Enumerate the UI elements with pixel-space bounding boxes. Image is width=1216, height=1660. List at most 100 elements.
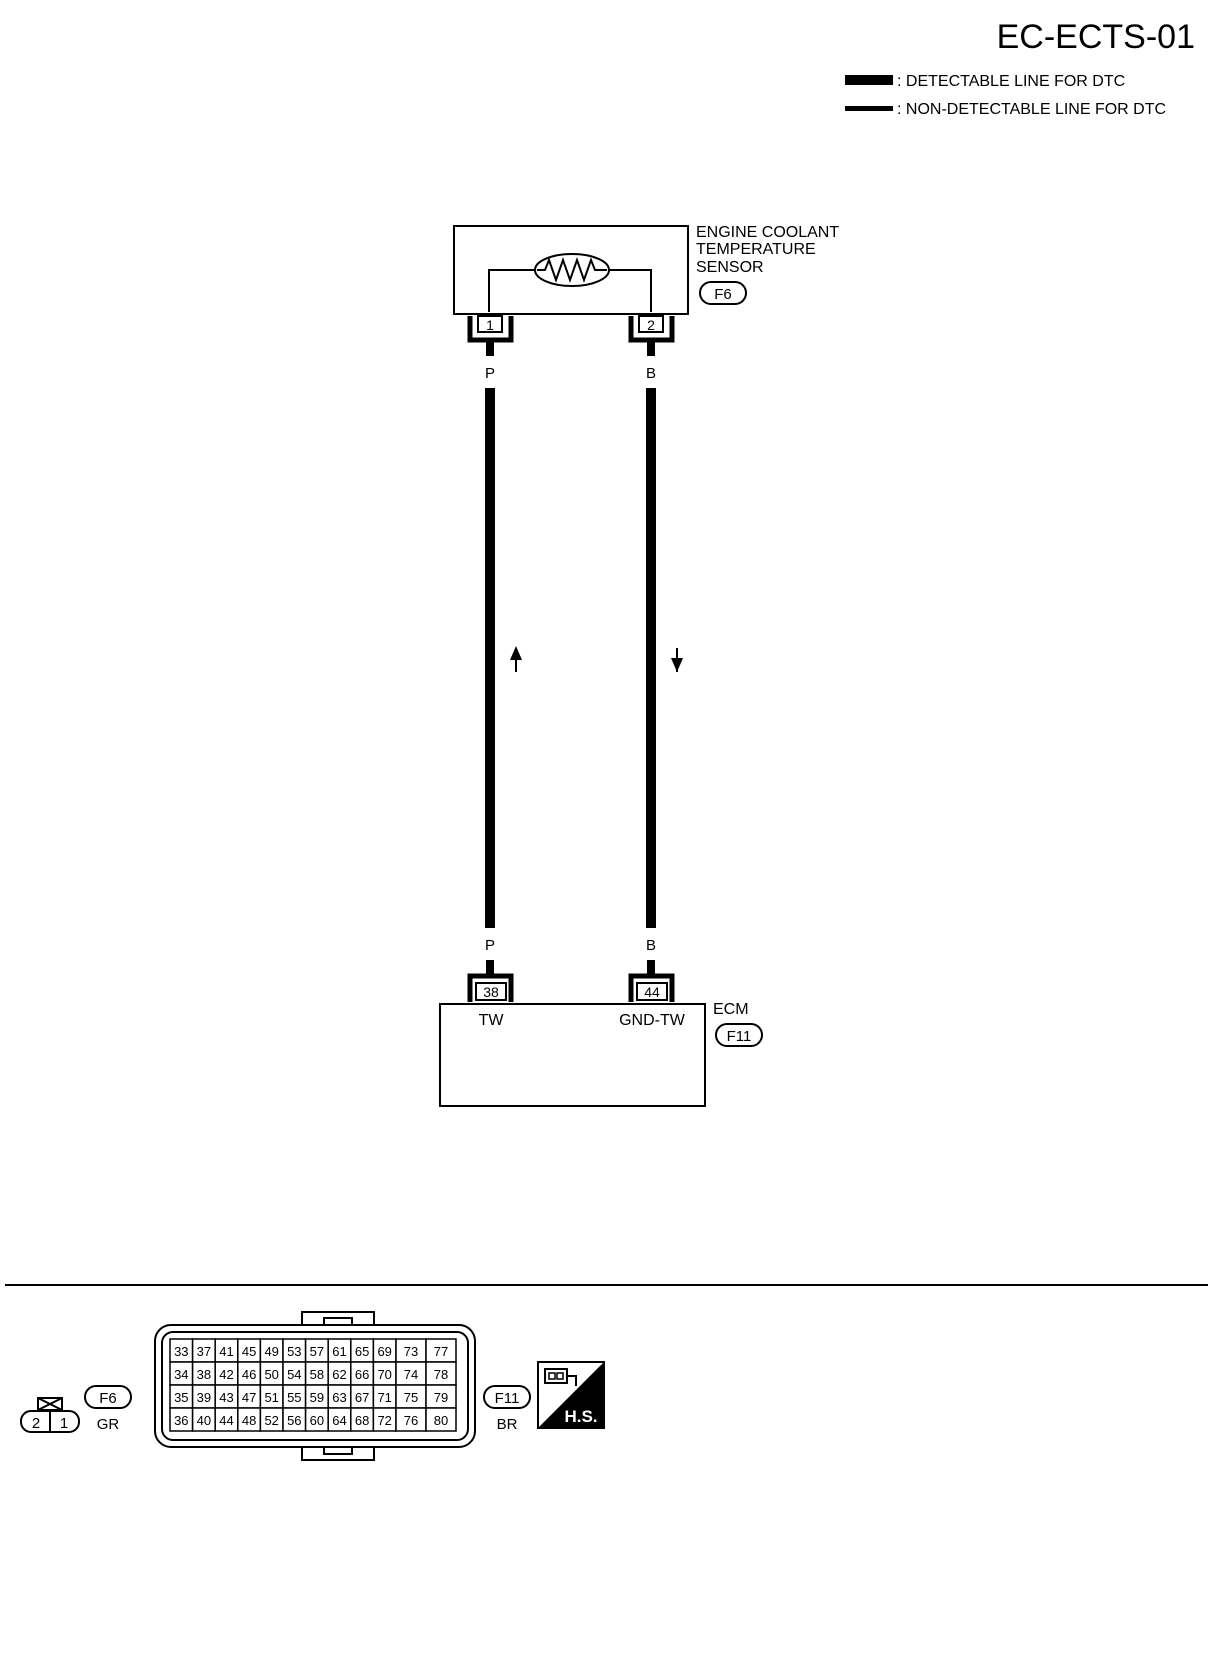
f11-pin-61: 61 xyxy=(332,1344,346,1359)
f11-pin-65: 65 xyxy=(355,1344,369,1359)
f11-pin-71: 71 xyxy=(377,1390,391,1405)
f11-pin-78: 78 xyxy=(434,1367,448,1382)
ecm-pin-44: 44 xyxy=(644,984,660,1000)
sensor-pin-2: 2 xyxy=(647,317,655,333)
wire-black-line xyxy=(646,388,656,928)
thermistor-icon xyxy=(534,253,610,287)
f11-pin-77: 77 xyxy=(434,1344,448,1359)
f11-pin-48: 48 xyxy=(242,1413,256,1428)
arrow-down-icon xyxy=(671,648,683,672)
f11-pin-54: 54 xyxy=(287,1367,301,1382)
f11-pin-40: 40 xyxy=(197,1413,211,1428)
sensor-internal-wiring xyxy=(488,269,535,312)
f11-pin-34: 34 xyxy=(174,1367,188,1382)
f11-pin-67: 67 xyxy=(355,1390,369,1405)
wire-pink-color-bottom: P xyxy=(485,937,495,954)
harness-side-badge: H.S. xyxy=(537,1361,605,1429)
f11-pin-46: 46 xyxy=(242,1367,256,1382)
f11-pin-75: 75 xyxy=(404,1390,418,1405)
f6-pin-2: 2 xyxy=(32,1415,40,1432)
sensor-pin-2-box xyxy=(638,315,664,333)
f11-pin-70: 70 xyxy=(377,1367,391,1382)
f11-view-color: BR xyxy=(497,1416,518,1433)
f11-pin-59: 59 xyxy=(310,1390,324,1405)
f11-pin-43: 43 xyxy=(219,1390,233,1405)
f11-pin-69: 69 xyxy=(377,1344,391,1359)
connector-view-icon xyxy=(544,1368,577,1386)
sensor-name-line-2: TEMPERATURE xyxy=(696,241,816,258)
f6-pin-1: 1 xyxy=(60,1415,68,1432)
f11-pin-51: 51 xyxy=(264,1390,278,1405)
f11-pin-grid: 33 37 41 45 49 53 57 61 65 69 73 77 34 38 42 46 50 54 58 62… xyxy=(169,1338,457,1432)
wire-pink-line xyxy=(485,388,495,928)
f6-view-color: GR xyxy=(97,1416,120,1433)
wire-black-color-top: B xyxy=(646,365,656,382)
f11-pin-74: 74 xyxy=(404,1367,418,1382)
f11-pin-44: 44 xyxy=(219,1413,233,1428)
f11-connector-view: 33 37 41 45 49 53 57 61 65 69 73 77 34 38 42 46 50 54 58 62… xyxy=(154,1311,531,1461)
wire-black: B B xyxy=(646,340,683,974)
coolant-temperature-sensor: 1 2 ENGINE COOLANT TEMPERATURE SENSOR F6 xyxy=(453,224,839,343)
f11-pin-66: 66 xyxy=(355,1367,369,1382)
f11-pin-58: 58 xyxy=(310,1367,324,1382)
ecm-terminal-gnd-tw: GND-TW xyxy=(619,1012,686,1029)
f11-pin-49: 49 xyxy=(264,1344,278,1359)
ecm-pin-38-box xyxy=(475,982,507,1001)
f11-pin-50: 50 xyxy=(264,1367,278,1382)
f11-pin-64: 64 xyxy=(332,1413,346,1428)
f11-pin-57: 57 xyxy=(310,1344,324,1359)
sensor-name-line-3: SENSOR xyxy=(696,259,764,276)
f11-pin-47: 47 xyxy=(242,1390,256,1405)
f11-pin-62: 62 xyxy=(332,1367,346,1382)
f11-pin-45: 45 xyxy=(242,1344,256,1359)
f11-view-id: F11 xyxy=(495,1390,520,1407)
f11-pin-38: 38 xyxy=(197,1367,211,1382)
f6-view-id: F6 xyxy=(99,1390,117,1407)
legend-detectable-swatch xyxy=(845,75,893,85)
wire-black-color-bottom: B xyxy=(646,937,656,954)
f11-pin-73: 73 xyxy=(404,1344,418,1359)
legend-detectable-label: : DETECTABLE LINE FOR DTC xyxy=(897,73,1125,90)
f11-pin-39: 39 xyxy=(197,1390,211,1405)
wire-pink-color-top: P xyxy=(485,365,495,382)
connector-lock-icon xyxy=(37,1397,63,1411)
ecm: 38 44 TW GND-TW ECM F11 xyxy=(439,973,763,1107)
f11-pin-79: 79 xyxy=(434,1390,448,1405)
f11-pin-63: 63 xyxy=(332,1390,346,1405)
f11-pin-37: 37 xyxy=(197,1344,211,1359)
legend-non-detectable-label: : NON-DETECTABLE LINE FOR DTC xyxy=(897,101,1166,118)
legend: : DETECTABLE LINE FOR DTC : NON-DETECTAB… xyxy=(845,73,1166,118)
f11-pin-36: 36 xyxy=(174,1413,188,1428)
f11-pin-60: 60 xyxy=(310,1413,324,1428)
ecm-terminal-tw: TW xyxy=(479,1012,505,1029)
page-title: EC-ECTS-01 xyxy=(997,18,1195,56)
ecm-name: ECM xyxy=(713,1001,749,1018)
f11-pin-55: 55 xyxy=(287,1390,301,1405)
sensor-pin-1: 1 xyxy=(486,317,494,333)
ecm-body xyxy=(439,1003,706,1107)
arrow-up-icon xyxy=(510,646,522,672)
wire-pink: P P xyxy=(485,340,522,974)
legend-non-detectable-swatch xyxy=(845,106,893,111)
ecm-pin-44-box xyxy=(636,982,668,1001)
f11-pin-cell xyxy=(425,1407,457,1432)
ecm-pin-38: 38 xyxy=(483,984,499,1000)
f11-pin-41: 41 xyxy=(219,1344,233,1359)
f11-pin-56: 56 xyxy=(287,1413,301,1428)
harness-side-label: H.S. xyxy=(564,1407,597,1426)
f11-pin-35: 35 xyxy=(174,1390,188,1405)
sensor-connector-id: F6 xyxy=(714,286,732,303)
sensor-name-line-1: ENGINE COOLANT xyxy=(696,224,839,241)
f11-pin-68: 68 xyxy=(355,1413,369,1428)
sensor-pin-1-box xyxy=(477,315,503,333)
f11-pin-33: 33 xyxy=(174,1344,188,1359)
f11-pin-53: 53 xyxy=(287,1344,301,1359)
f11-pin-42: 42 xyxy=(219,1367,233,1382)
f11-pin-72: 72 xyxy=(377,1413,391,1428)
ecm-connector-id: F11 xyxy=(727,1028,752,1045)
f6-connector-view: 2 1 F6 GR xyxy=(20,1385,132,1433)
f11-pin-52: 52 xyxy=(264,1413,278,1428)
f11-pin-80: 80 xyxy=(434,1413,448,1428)
f11-pin-76: 76 xyxy=(404,1413,418,1428)
